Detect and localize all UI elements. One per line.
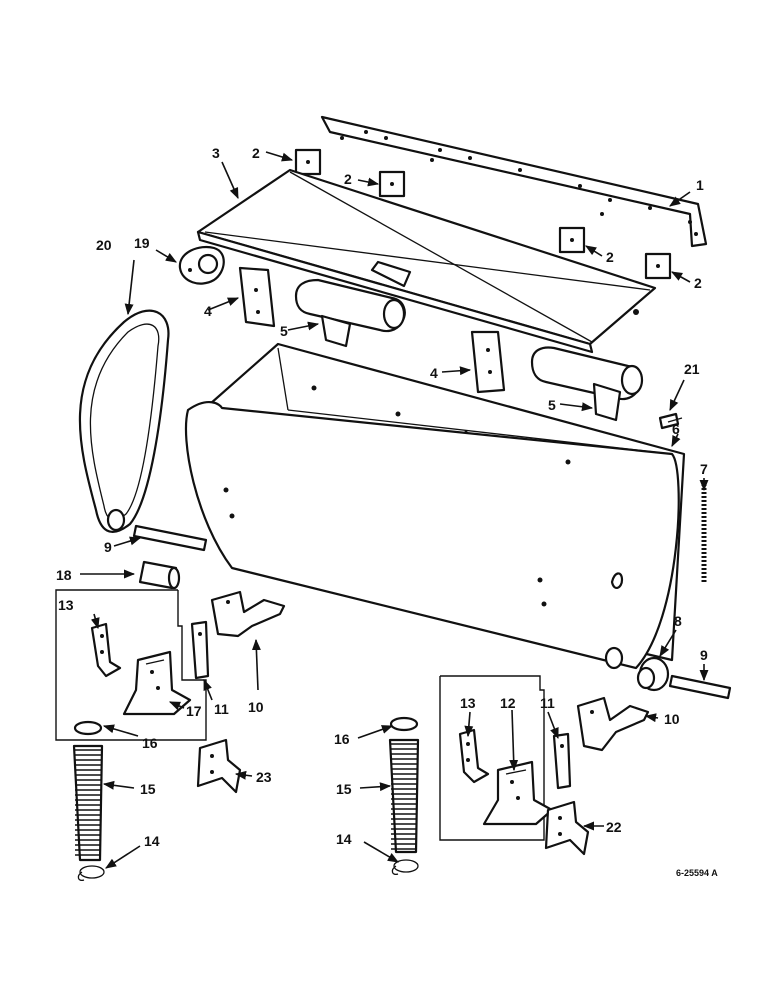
callout-18: 18 (56, 567, 72, 583)
clip-bracket (90, 622, 122, 678)
callout-1: 1 (696, 177, 704, 193)
callout-22: 22 (606, 819, 622, 835)
shaft (132, 524, 208, 552)
bushing (636, 656, 670, 692)
shaft (668, 674, 732, 700)
feed-cup (530, 346, 644, 422)
callout-17: 17 (186, 703, 202, 719)
callout-9: 9 (700, 647, 708, 663)
callout-2: 2 (694, 275, 702, 291)
callout-13: 13 (58, 597, 74, 613)
callout-5: 5 (548, 397, 556, 413)
callout-5: 5 (280, 323, 288, 339)
strap (552, 732, 572, 790)
callout-2: 2 (344, 171, 352, 187)
callout-15: 15 (336, 781, 352, 797)
bearing (178, 245, 225, 285)
wire-clip (391, 859, 419, 876)
callout-6: 6 (672, 421, 680, 437)
tube (138, 560, 181, 590)
callout-3: 3 (212, 145, 220, 161)
corrugated-tube (388, 738, 420, 854)
callout-12: 12 (500, 695, 516, 711)
callout-2: 2 (606, 249, 614, 265)
mounting-plate (482, 760, 554, 826)
square-pad (644, 252, 672, 280)
square-pad (558, 226, 586, 254)
callout-10: 10 (248, 699, 264, 715)
bracket-plate (470, 330, 506, 394)
angle-rail (320, 115, 708, 248)
callout-15: 15 (140, 781, 156, 797)
bolt (658, 412, 683, 430)
drawing-code: 6-25594 A (676, 868, 718, 878)
callout-21: 21 (684, 361, 700, 377)
callout-labels: 1 2 2 2 2 3 4 4 5 5 6 7 8 9 9 10 10 11 1… (56, 145, 708, 849)
callout-7: 7 (700, 461, 708, 477)
callout-9: 9 (104, 539, 112, 555)
wire-clip (77, 865, 105, 882)
support-bracket (544, 800, 590, 856)
hopper-lid (196, 168, 657, 354)
callout-2: 2 (252, 145, 260, 161)
support-bracket (196, 738, 242, 794)
strap (190, 620, 210, 680)
callout-16: 16 (334, 731, 350, 747)
callout-20: 20 (96, 237, 112, 253)
feed-cup (294, 278, 406, 348)
clamp-ring (389, 716, 419, 732)
callout-11: 11 (540, 695, 555, 711)
mounting-plate (122, 650, 192, 716)
clip-bracket (458, 728, 490, 784)
callout-8: 8 (674, 613, 682, 629)
callout-4: 4 (204, 303, 212, 319)
callout-23: 23 (256, 769, 272, 785)
hopper-box (184, 342, 686, 670)
corrugated-tube (72, 744, 104, 862)
callout-4: 4 (430, 365, 438, 381)
callout-10: 10 (664, 711, 680, 727)
callout-13: 13 (460, 695, 476, 711)
callout-19: 19 (134, 235, 150, 251)
square-pad (294, 148, 322, 176)
callout-14: 14 (144, 833, 160, 849)
square-pad (378, 170, 406, 198)
callout-11: 11 (214, 701, 229, 717)
leader-lines (80, 151, 709, 869)
hanger-bracket (210, 590, 286, 638)
bracket-plate (238, 266, 276, 328)
clamp-ring (73, 720, 103, 736)
callout-16: 16 (142, 735, 158, 751)
callout-14: 14 (336, 831, 352, 847)
hanger-bracket (576, 696, 650, 752)
end-panel (78, 309, 170, 533)
